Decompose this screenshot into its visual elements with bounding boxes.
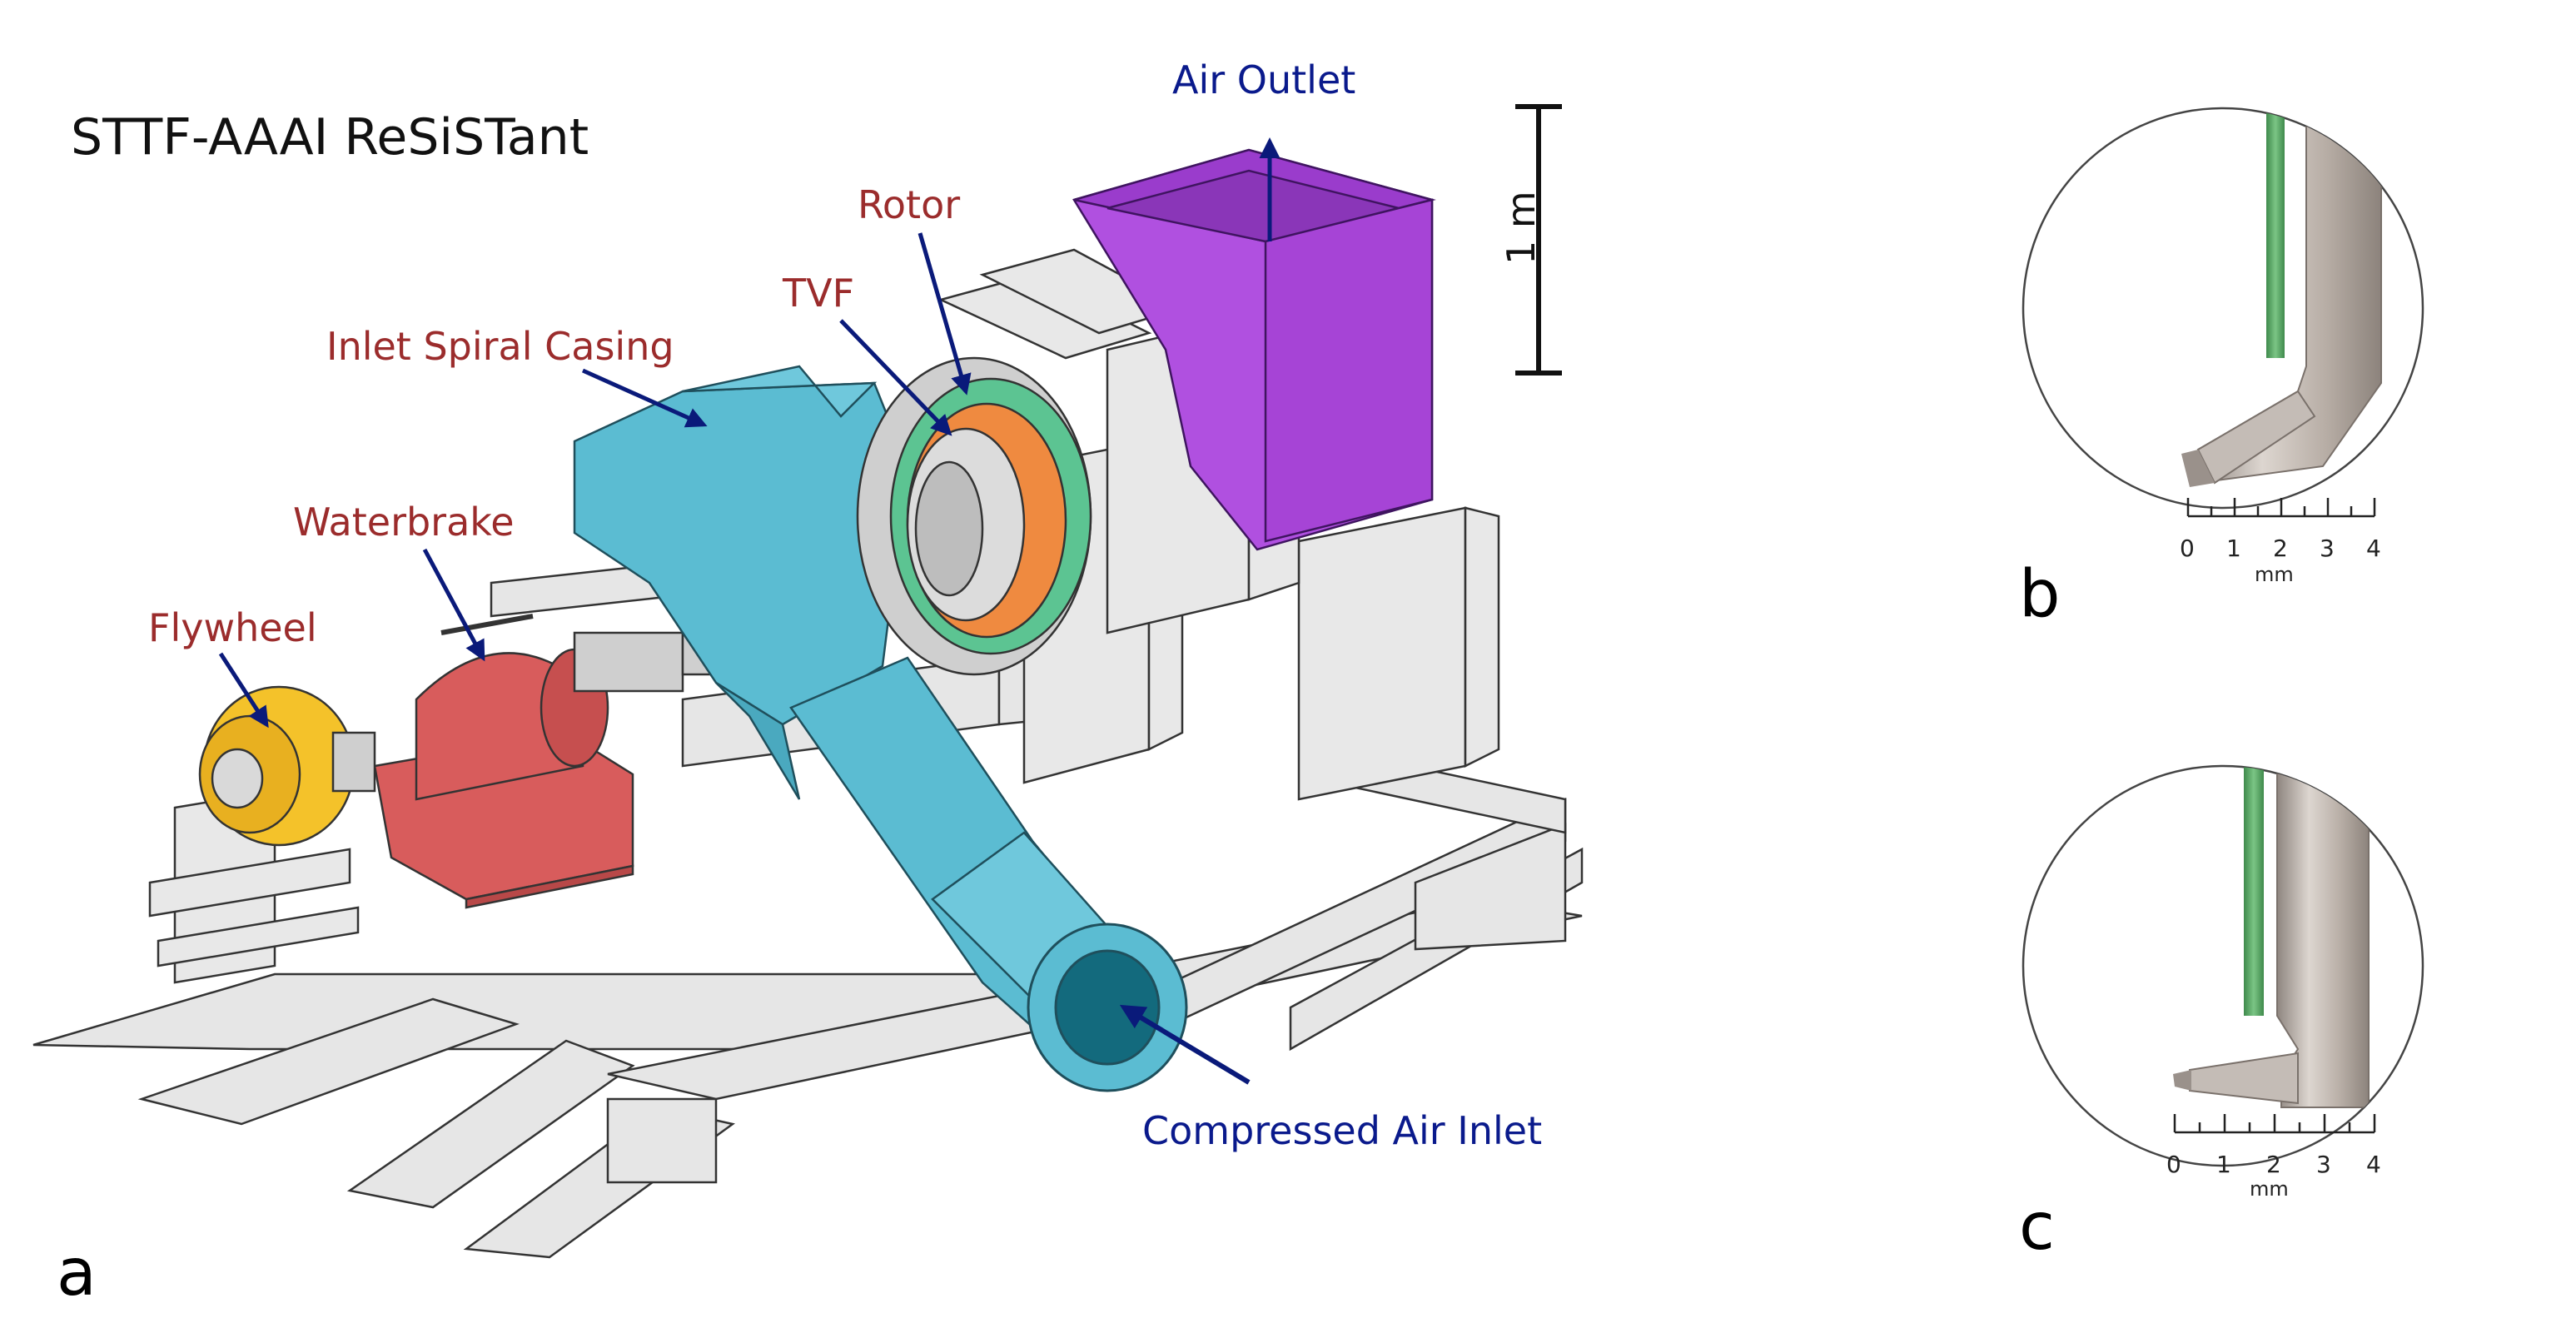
flywheel-body (198, 685, 376, 847)
ruler-b-label-4: 4 (2366, 535, 2381, 562)
panel-letter-c: c (2019, 1190, 2055, 1265)
inlet-spiral-casing-label: Inlet Spiral Casing (326, 324, 674, 369)
ruler-b-ticks (2186, 498, 2376, 516)
panel-letter-a: a (57, 1236, 97, 1311)
support-columns (937, 248, 1500, 801)
compressed-air-inlet-label: Compressed Air Inlet (1142, 1108, 1542, 1153)
ruler-b: 0 1 2 3 4 mm (2180, 498, 2381, 586)
rotor-section (856, 356, 1092, 676)
ruler-c-label-3: 3 (2316, 1151, 2331, 1178)
probe-detail-c: 0 1 2 3 4 mm c (2019, 764, 2424, 1265)
flywheel-arrow (218, 652, 269, 729)
scale-bar: 1 m (1499, 104, 1562, 376)
inlet-spiral-casing-arrow (581, 368, 708, 428)
ruler-b-label-1: 1 (2226, 535, 2241, 562)
probe-detail-b: 0 1 2 3 4 mm b (2019, 107, 2424, 632)
ruler-b-label-0: 0 (2180, 535, 2195, 562)
flywheel-label: Flywheel (148, 605, 317, 650)
ruler-c-label-1: 1 (2216, 1151, 2231, 1178)
test-rig-illustration (32, 148, 1584, 1259)
tvf-arrow (839, 319, 952, 436)
rotor-arrow (918, 232, 972, 395)
ruler-c: 0 1 2 3 4 mm (2166, 1114, 2381, 1201)
ruler-b-label-2: 2 (2273, 535, 2288, 562)
panel-letter-b: b (2019, 557, 2061, 632)
ruler-b-unit: mm (2255, 563, 2294, 586)
ruler-c-label-4: 4 (2366, 1151, 2381, 1178)
ruler-c-label-2: 2 (2266, 1151, 2281, 1178)
ruler-b-label-3: 3 (2320, 535, 2335, 562)
ruler-c-unit: mm (2250, 1177, 2289, 1201)
waterbrake-label: Waterbrake (293, 500, 515, 545)
air-outlet-body (1072, 148, 1436, 551)
scale-bar-label: 1 m (1499, 191, 1544, 265)
rotor-label: Rotor (858, 182, 960, 227)
tvf-label: TVF (782, 271, 854, 316)
inlet-flange (1027, 923, 1188, 1092)
title: STTF-AAAI ReSiSTant (71, 108, 589, 167)
air-outlet-label: Air Outlet (1172, 57, 1355, 102)
ruler-c-ticks (2173, 1114, 2376, 1132)
waterbrake-arrow (422, 548, 485, 662)
ruler-c-label-0: 0 (2166, 1151, 2181, 1178)
compressed-air-inlet-arrow (1119, 1004, 1251, 1085)
component-labels: STTF-AAAI ReSiSTant Air Outlet Rotor TVF… (57, 57, 1562, 1311)
